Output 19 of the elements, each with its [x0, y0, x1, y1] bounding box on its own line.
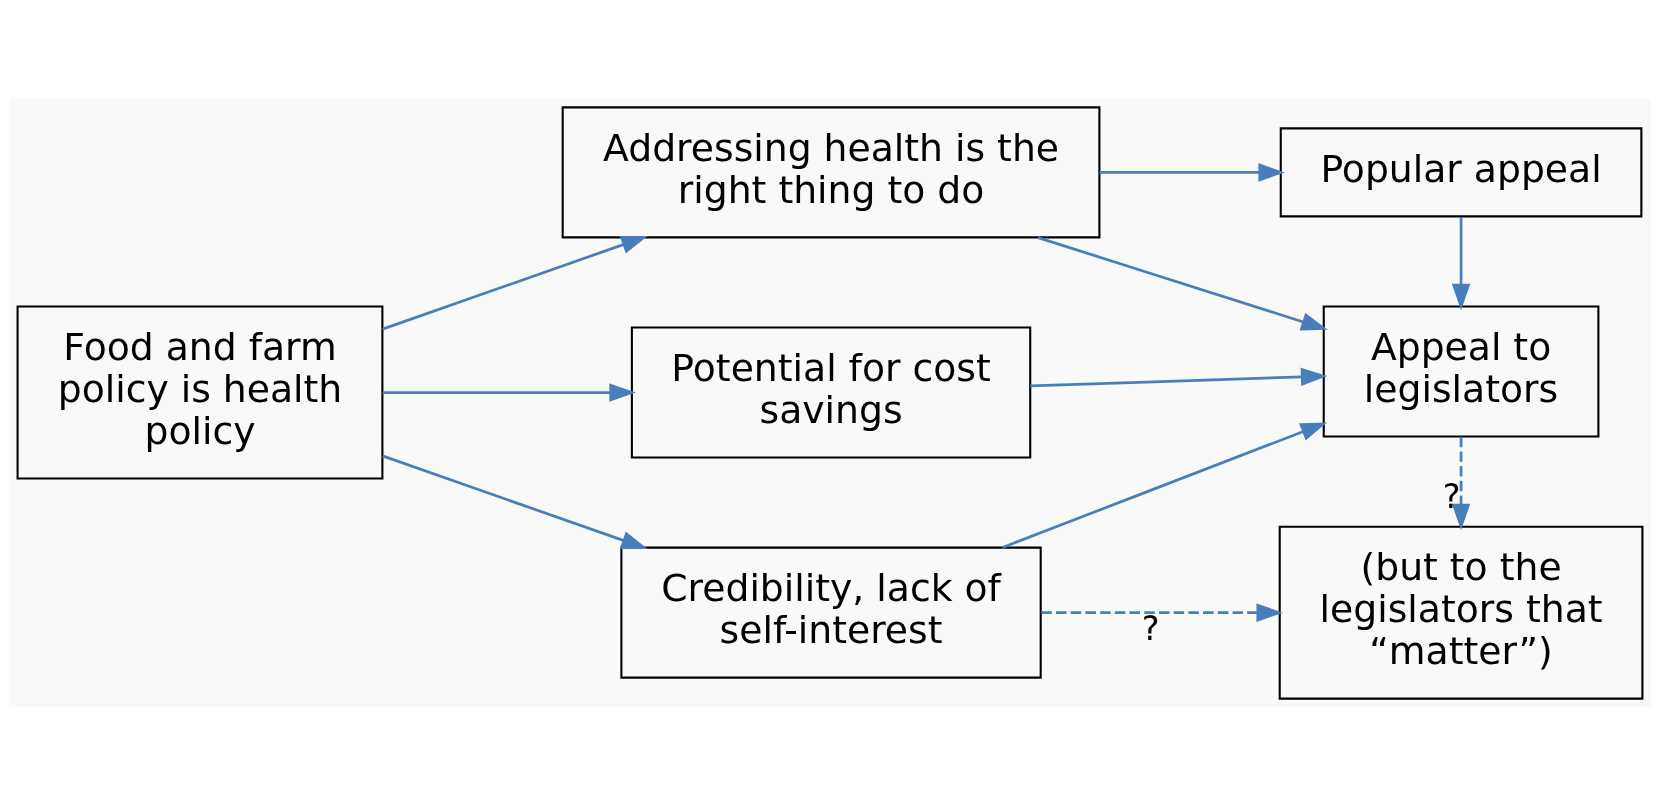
arrow [382, 235, 648, 330]
arrow [1041, 602, 1283, 622]
node-box: Appeal to legislators [1322, 305, 1600, 438]
arrow [1451, 216, 1471, 310]
arrow [382, 454, 648, 549]
edge-label: ? [1141, 607, 1160, 647]
node-box: Popular appeal [1279, 126, 1643, 217]
arrow [1099, 162, 1285, 182]
edge-label: ? [1442, 476, 1461, 516]
node-box: (but to the legislators that “matter”) [1278, 525, 1644, 700]
arrow [1451, 436, 1471, 530]
node-box: Credibility, lack of self-interest [620, 546, 1042, 679]
node-box: Potential for cost savings [630, 325, 1032, 459]
arrow [382, 382, 636, 402]
arrow [1002, 421, 1327, 549]
node-box: Addressing health is the right thing to do [561, 105, 1101, 238]
node-box: Food and farm policy is health policy [16, 305, 384, 480]
arrow [1030, 367, 1328, 387]
arrow [1037, 235, 1328, 331]
